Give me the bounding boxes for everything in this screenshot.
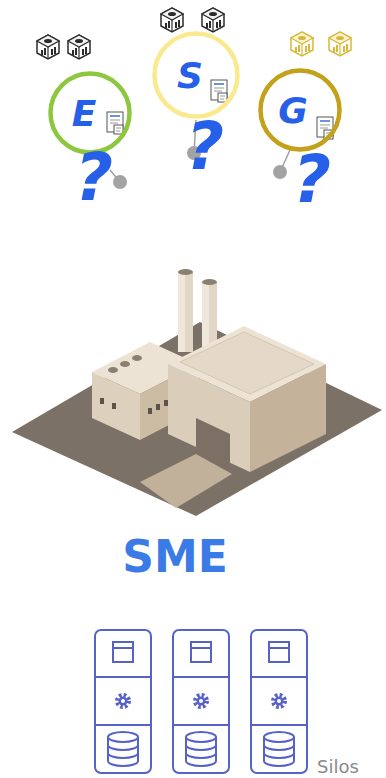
- building-wall: [250, 364, 326, 472]
- esg-letter: G: [278, 90, 308, 131]
- question-mark: ?: [293, 147, 331, 213]
- silo-icon: [95, 630, 151, 773]
- esg-circle: G: [258, 68, 342, 152]
- roof-vent: [120, 361, 130, 367]
- data-cube-icon: [291, 32, 313, 56]
- esg-letter: S: [177, 55, 203, 96]
- data-cube-icon: [202, 8, 224, 32]
- question-mark: ?: [75, 145, 113, 211]
- data-cube-icon: [68, 35, 90, 59]
- circle-ring: [51, 74, 130, 153]
- esg-circle: S: [152, 31, 240, 119]
- leader-dot: [113, 175, 127, 189]
- window: [112, 403, 116, 409]
- roof-vent: [108, 367, 118, 373]
- window: [164, 400, 168, 406]
- esg-circle: E: [48, 71, 132, 155]
- chimney: [202, 282, 209, 352]
- circle-text-area: S: [152, 31, 240, 119]
- window: [148, 408, 152, 414]
- chimney-top: [202, 279, 217, 285]
- factory-illustration: [12, 269, 382, 516]
- window: [156, 404, 160, 410]
- company-label: SME: [122, 535, 228, 579]
- document-icon: [211, 80, 227, 102]
- silo-icon: [251, 630, 307, 773]
- ground-plate: [12, 322, 382, 516]
- silo-icon: [173, 630, 229, 773]
- question-mark: ?: [186, 114, 224, 180]
- circle-text-area: E: [48, 71, 132, 155]
- roof-vent: [132, 355, 142, 361]
- window: [100, 398, 104, 404]
- chimney: [178, 272, 185, 352]
- esg-letter: E: [72, 93, 97, 134]
- circle-text-area: G: [258, 68, 342, 152]
- data-cube-icon: [329, 32, 351, 56]
- chimney: [178, 272, 193, 352]
- data-cube-icon: [161, 8, 183, 32]
- document-icon: [107, 112, 123, 134]
- ramp: [140, 454, 232, 508]
- caption-label: Silos: [317, 758, 359, 776]
- chimney-top: [178, 269, 193, 275]
- leader-dot: [273, 165, 287, 179]
- building-wall: [168, 364, 250, 472]
- data-cube-icon: [37, 35, 59, 59]
- circle-ring: [261, 71, 340, 150]
- building-wall: [92, 372, 140, 440]
- circle-ring: [155, 34, 238, 117]
